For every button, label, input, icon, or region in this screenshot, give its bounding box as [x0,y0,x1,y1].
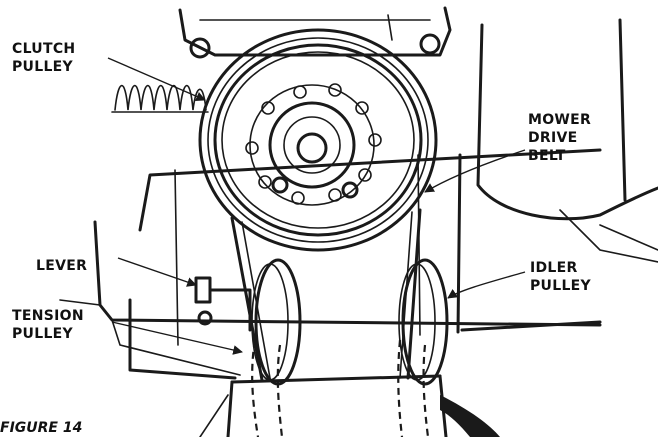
idler-pulley [397,258,449,437]
clutch-pulley [178,6,452,252]
label-idler-pulley: IDLER PULLEY [530,260,592,294]
label-tension-pulley: TENSION PULLEY [12,308,89,342]
engine-grille [111,84,209,113]
leader-lines [107,57,526,355]
figure-caption: FIGURE 14 [0,420,82,436]
lower-bracket [199,374,500,437]
label-clutch-pulley: CLUTCH PULLEY [12,41,81,75]
engine-housing [476,18,658,263]
label-lever: LEVER [36,258,87,274]
label-mower-drive-belt: MOWER DRIVE BELT [528,112,596,164]
lever [194,276,252,332]
tension-pulley [251,258,302,437]
